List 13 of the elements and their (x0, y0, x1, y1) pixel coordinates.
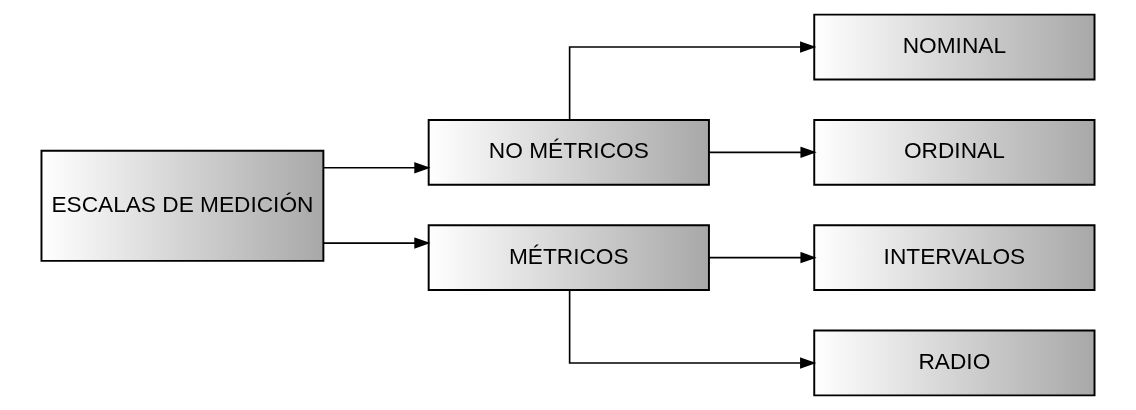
node-box: ORDINAL (813, 119, 1096, 186)
node-box: ESCALAS DE MEDICIÓN (40, 149, 325, 262)
node-box: RADIO (813, 329, 1096, 397)
node-box: NO MÉTRICOS (427, 119, 710, 186)
node-box: MÉTRICOS (427, 224, 710, 292)
arrow (322, 237, 431, 249)
node-box: INTERVALOS (813, 224, 1096, 292)
node-box: NOMINAL (813, 13, 1096, 81)
arrow (708, 146, 817, 159)
arrow (568, 41, 817, 121)
arrow (708, 251, 817, 264)
arrow (568, 289, 817, 369)
arrow (322, 162, 431, 174)
